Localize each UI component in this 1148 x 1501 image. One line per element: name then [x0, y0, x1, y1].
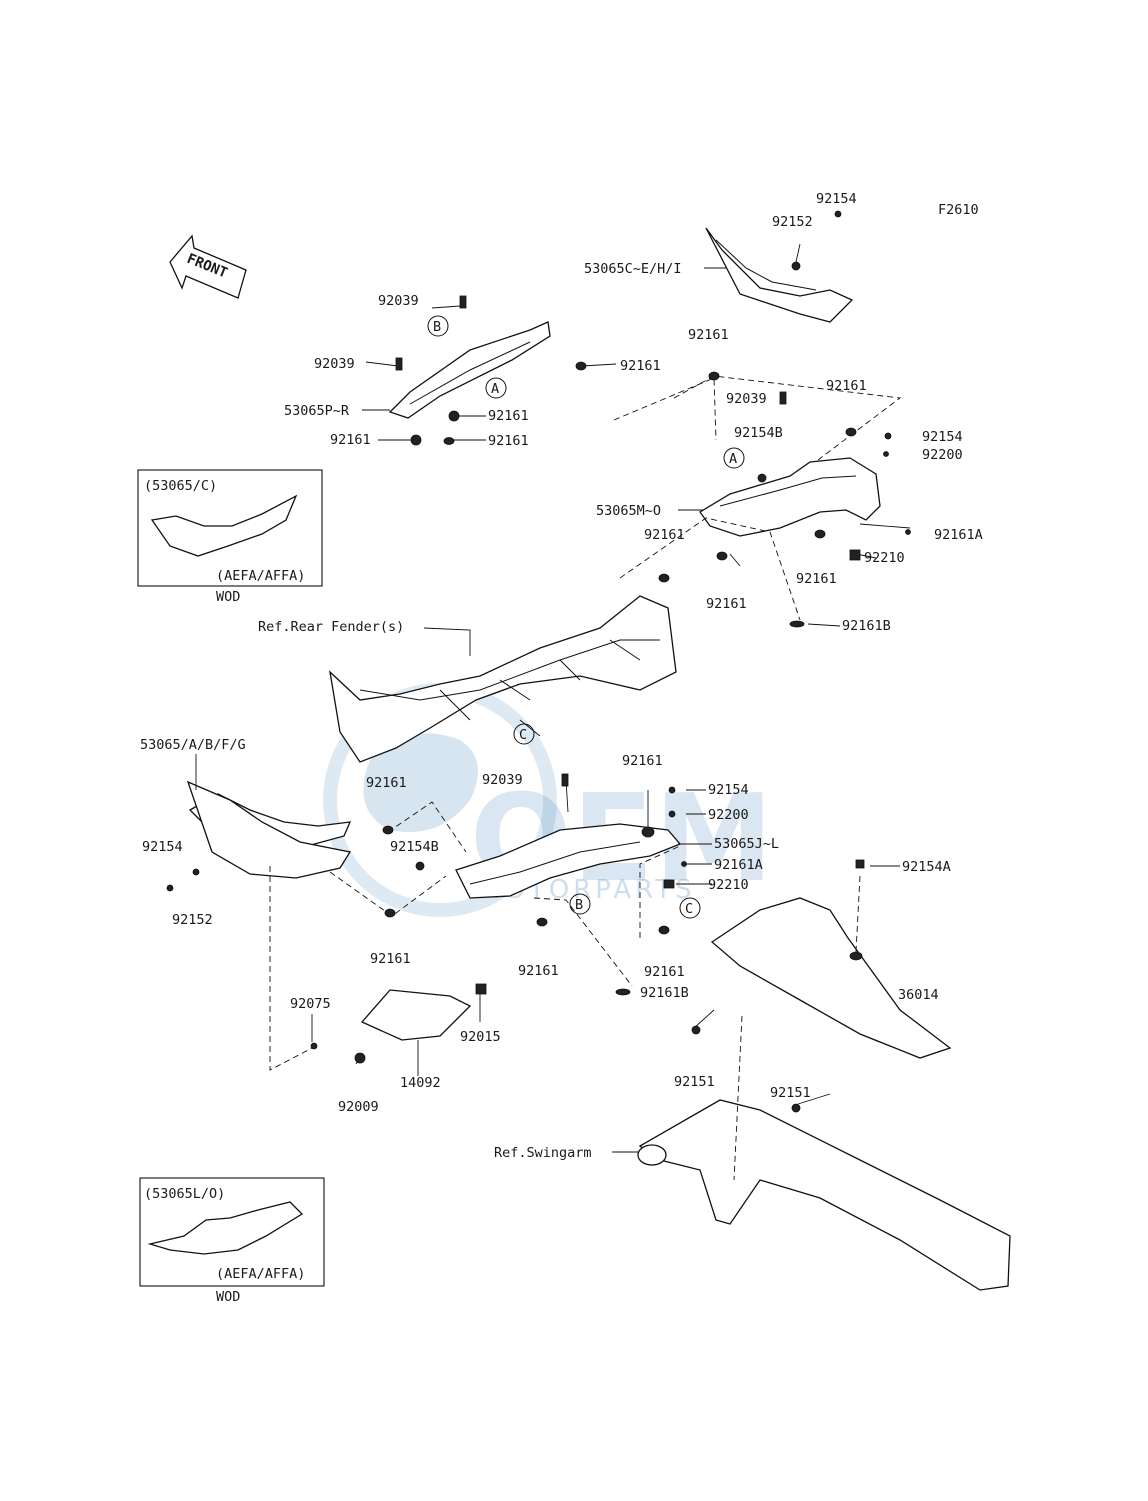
label-92152-l: 92152 — [172, 912, 213, 928]
inset-top-variant: (AEFA/AFFA) — [216, 568, 305, 584]
label-92161-i: 92161 — [706, 596, 747, 612]
label-92161-h: 92161 — [796, 571, 837, 587]
label-14092: 14092 — [400, 1075, 441, 1091]
label-92161-n: 92161 — [644, 964, 685, 980]
label-92161-f: 92161 — [826, 378, 867, 394]
label-92075: 92075 — [290, 996, 331, 1012]
label-36014: 36014 — [898, 987, 939, 1003]
label-92154-r: 92154 — [922, 429, 963, 445]
label-92039-c: 92039 — [726, 391, 767, 407]
inset-bottom-note: WOD — [216, 1289, 240, 1305]
label-92161a-r: 92161A — [934, 527, 983, 543]
label-92161b-r: 92161B — [842, 618, 891, 634]
label-53065a: 53065/A/B/F/G — [140, 737, 246, 753]
label-53065p: 53065P~R — [284, 403, 350, 419]
label-92039-b: 92039 — [314, 356, 355, 372]
label-92161-d: 92161 — [488, 433, 529, 449]
label-92161-e: 92161 — [688, 327, 729, 343]
figure-code: F2610 — [938, 202, 979, 218]
label-92161-m: 92161 — [518, 963, 559, 979]
rear-fender-assembly — [329, 595, 677, 763]
label-92151-a: 92151 — [674, 1074, 715, 1090]
cover-part-53065p — [388, 321, 551, 419]
inset-top-part: (53065/C) — [144, 478, 217, 494]
side-cover-part-53065a — [186, 780, 352, 879]
fasteners — [166, 210, 911, 1113]
label-92161a-m: 92161A — [714, 857, 763, 873]
label-92161-c: 92161 — [330, 432, 371, 448]
label-92161-l: 92161 — [370, 951, 411, 967]
label-92154-l: 92154 — [142, 839, 183, 855]
label-53065c: 53065C~E/H/I — [584, 261, 682, 277]
label-92152-top: 92152 — [772, 214, 813, 230]
label-92039-d: 92039 — [482, 772, 523, 788]
swingarm-reference — [637, 1099, 1011, 1291]
label-92015: 92015 — [460, 1029, 501, 1045]
label-92009: 92009 — [338, 1099, 379, 1115]
label-92151-b: 92151 — [770, 1085, 811, 1101]
inset-bottom-variant: (AEFA/AFFA) — [216, 1266, 305, 1282]
inset-bottom-part: (53065L/O) — [144, 1186, 225, 1202]
leader-lines — [195, 243, 911, 1181]
label-92154-m: 92154 — [708, 782, 749, 798]
inset-box-53065c: (53065/C) (AEFA/AFFA) WOD — [137, 469, 323, 605]
cover-part-53065j — [455, 823, 682, 899]
label-92039-a: 92039 — [378, 293, 419, 309]
label-92154-top: 92154 — [816, 191, 857, 207]
label-92161b-m: 92161B — [640, 985, 689, 1001]
label-92154a: 92154A — [902, 859, 951, 875]
label-92154b-top: 92154B — [734, 425, 783, 441]
callout-a-top: A — [491, 381, 499, 397]
label-92161-k: 92161 — [366, 775, 407, 791]
front-arrow-icon: FRONT — [169, 234, 247, 299]
inset-box-53065l: (53065L/O) (AEFA/AFFA) WOD — [139, 1177, 325, 1305]
seat-cover-part-53065c — [705, 227, 854, 323]
label-92161-a: 92161 — [620, 358, 661, 374]
label-53065j: 53065J~L — [714, 836, 779, 852]
part-labels: 92154 92152 53065C~E/H/I 92039 92039 921… — [140, 191, 983, 1161]
chain-guard-part-36014 — [710, 897, 952, 1059]
label-92210-r: 92210 — [864, 550, 905, 566]
callout-a-right: A — [729, 451, 737, 467]
tail-cover-part-53065m — [699, 457, 881, 537]
label-92161-j: 92161 — [622, 753, 663, 769]
label-92200-r: 92200 — [922, 447, 963, 463]
label-92210-m: 92210 — [708, 877, 749, 893]
callout-circles: B A A C B C — [427, 315, 745, 919]
callout-c-left: C — [519, 727, 527, 743]
label-53065m: 53065M~O — [596, 503, 661, 519]
callout-b-top: B — [433, 319, 441, 335]
bracket-part-14092 — [360, 989, 472, 1041]
label-swingarm: Ref.Swingarm — [494, 1145, 592, 1161]
callout-c-right: C — [685, 901, 693, 917]
label-rear-fender: Ref.Rear Fender(s) — [258, 619, 404, 635]
label-92161-g: 92161 — [644, 527, 685, 543]
label-92154b-m: 92154B — [390, 839, 439, 855]
label-92161-b: 92161 — [488, 408, 529, 424]
callout-b-bottom: B — [575, 897, 583, 913]
inset-top-note: WOD — [216, 589, 240, 605]
label-92200-m: 92200 — [708, 807, 749, 823]
